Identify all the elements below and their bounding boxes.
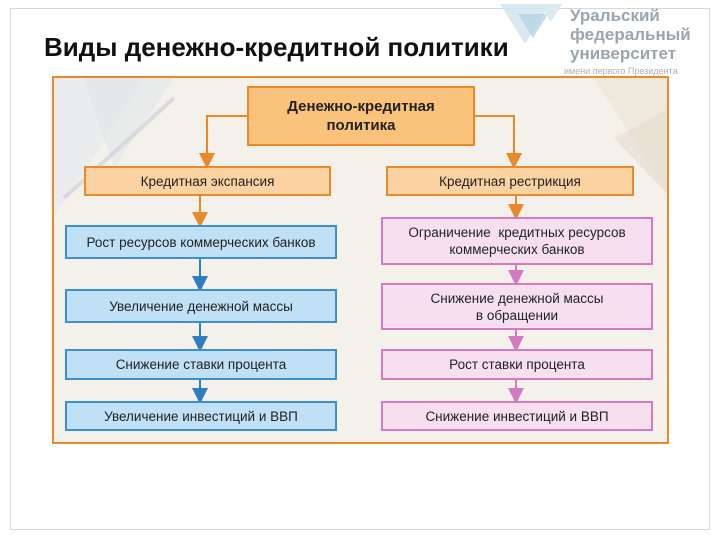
logo-line-1: Уральский <box>570 6 660 25</box>
logo-line-3: университет <box>570 44 677 63</box>
panel-background-decoration <box>54 78 667 218</box>
right-step-2-line2: в обращении <box>475 307 559 323</box>
university-logo <box>500 4 562 44</box>
root-node: Денежно-кредитная политика <box>247 86 475 146</box>
root-node-line2: политика <box>326 117 396 134</box>
logo-tagline: имени первого Президента <box>564 66 678 76</box>
slide-title: Виды денежно-кредитной политики <box>44 32 509 62</box>
right-branch-node: Кредитная рестрикция <box>386 166 634 196</box>
logo-line-2: федеральный <box>570 25 691 44</box>
right-step-4: Снижение инвестиций и ВВП <box>381 401 653 431</box>
right-step-1: Ограничение кредитных ресурсов коммерчес… <box>381 217 653 265</box>
right-step-2: Снижение денежной массы в обращении <box>381 283 653 330</box>
left-step-1: Рост ресурсов коммерческих банков <box>65 225 337 259</box>
left-step-3: Снижение ставки процента <box>65 349 337 380</box>
right-step-1-line2: коммерческих банков <box>449 242 585 257</box>
right-step-3: Рост ставки процента <box>381 349 653 380</box>
right-step-1-line1: Ограничение кредитных ресурсов <box>408 225 626 240</box>
university-logo-text: Уральский федеральный университет <box>570 6 691 63</box>
left-branch-node: Кредитная экспансия <box>84 166 331 196</box>
slide-border <box>10 8 710 530</box>
right-step-2-line1: Снижение денежной массы <box>430 290 604 306</box>
left-step-2: Увеличение денежной массы <box>65 289 337 323</box>
root-node-line1: Денежно-кредитная <box>287 98 435 115</box>
left-step-4: Увеличение инвестиций и ВВП <box>65 401 337 431</box>
